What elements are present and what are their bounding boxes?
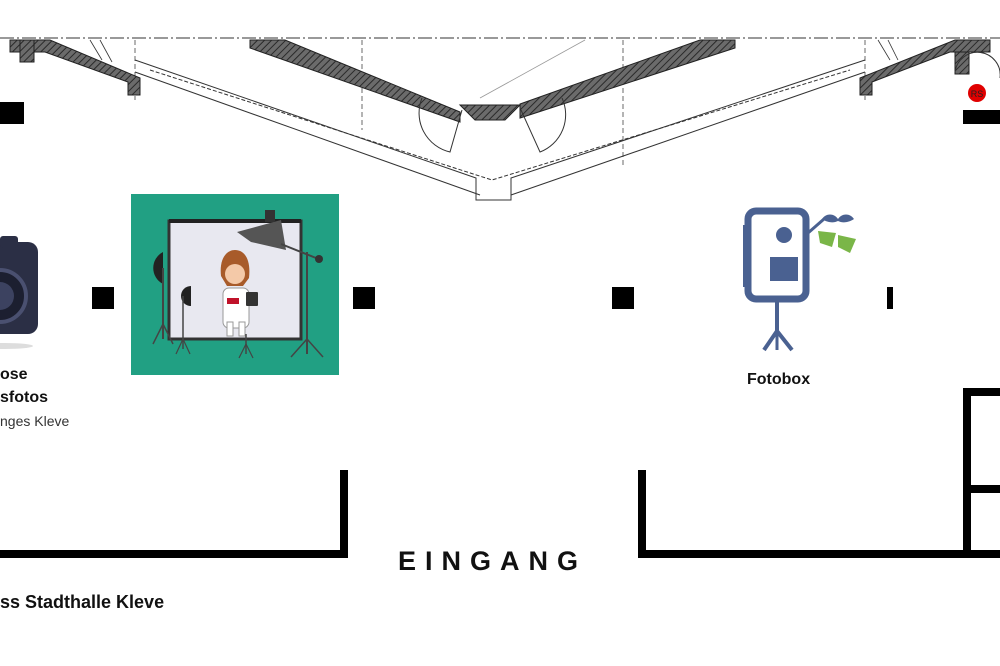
pillars — [92, 287, 893, 309]
bottom-walls — [0, 388, 1000, 558]
mustache-glasses-icon — [807, 214, 856, 253]
entrance-label: EINGANG — [398, 546, 588, 576]
door-swings — [418, 97, 567, 153]
helper-line — [479, 39, 586, 99]
rs-marker: RS — [954, 51, 1000, 102]
photo-studio-illustration — [131, 194, 339, 375]
v-shaped-walls — [249, 39, 736, 123]
exhibitor-label-line2: sfotos — [0, 389, 48, 406]
photobox-icon — [743, 207, 856, 352]
guide-lines — [134, 40, 866, 165]
fotobox-label: Fotobox — [747, 371, 811, 388]
v-outline-lines — [134, 59, 866, 201]
exhibitor-label-line1: ose — [0, 366, 28, 383]
hall-label: ss Stadthalle Kleve — [0, 592, 165, 612]
camera-icon — [0, 236, 38, 349]
rs-marker-label: RS — [971, 89, 984, 99]
left-wall-corner — [0, 39, 141, 124]
exhibitor-label-line3: nges Kleve — [0, 413, 70, 429]
